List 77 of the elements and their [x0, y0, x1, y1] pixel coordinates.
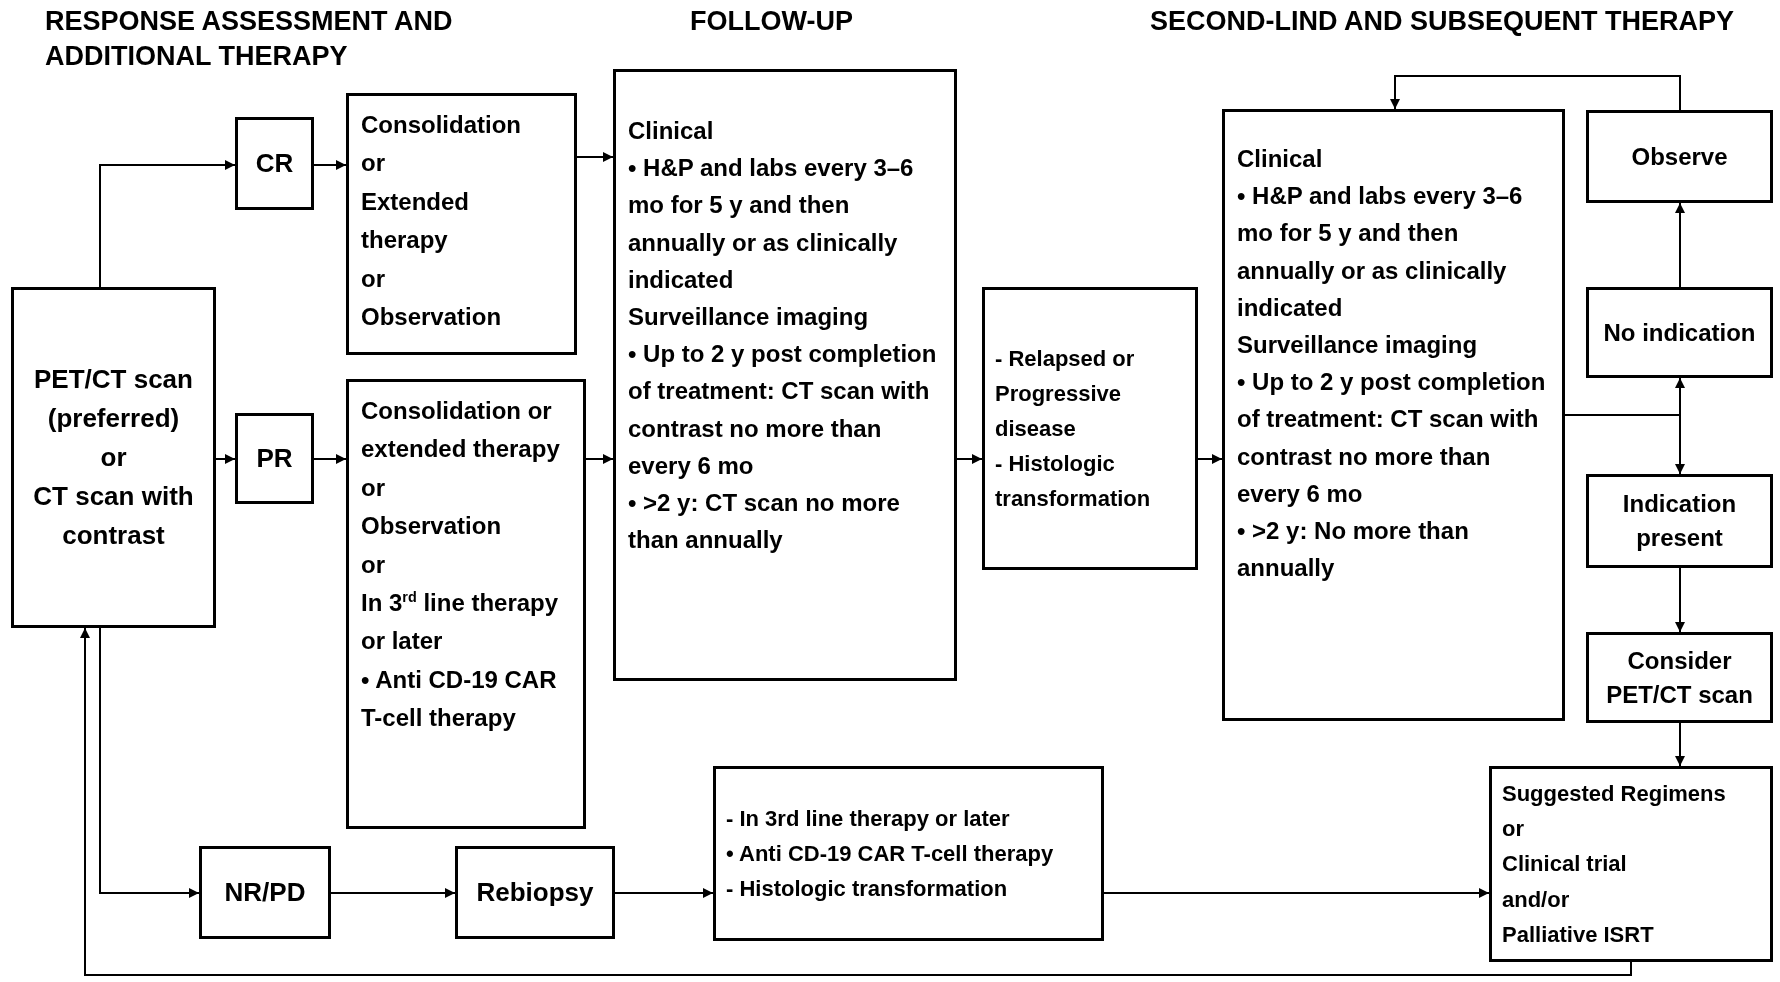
box-text: No indication	[1603, 317, 1756, 348]
box-text: • Anti CD-19 CAR T-cell therapy	[361, 664, 558, 734]
process-box	[346, 93, 577, 355]
box-text: • >2 y: CT scan no more than annually	[628, 487, 901, 556]
process-box	[1489, 766, 1773, 962]
arrow	[215, 454, 236, 464]
box-text: • >2 y: No more than annually	[1237, 515, 1470, 584]
box-text: CR	[255, 146, 294, 180]
process-box	[1586, 110, 1773, 203]
box-text: Palliative ISRT	[1502, 920, 1654, 949]
box-text: In 3$^{rd}$ line therapy or later	[361, 587, 560, 657]
arrow	[1675, 567, 1685, 633]
arrow	[585, 454, 614, 464]
arrow	[1197, 454, 1223, 464]
arrow	[576, 152, 614, 162]
arrow	[313, 160, 347, 170]
box-text: Observe	[1631, 141, 1728, 172]
box-text: Consider PET/CT scan	[1605, 645, 1754, 710]
box-text: NR/PD	[224, 875, 306, 909]
box-text: Clinical	[1237, 144, 1323, 174]
process-box	[982, 287, 1198, 570]
arrow	[330, 888, 456, 898]
box-text: or	[100, 441, 127, 474]
process-box	[455, 846, 615, 939]
arrow	[1675, 202, 1685, 288]
box-text: Indication present	[1621, 489, 1738, 553]
arrow	[99, 160, 236, 288]
box-text: Observation	[361, 511, 502, 542]
box-text: CT scan with contrast	[32, 480, 195, 552]
box-text: • Up to 2 y post completion of treatment: CT scan with contrast no more than every 6 mo	[1237, 367, 1547, 509]
column-heading: FOLLOW-UP	[690, 5, 854, 38]
box-text: • Up to 2 y post completion of treatment: CT scan with contrast no more than every 6 mo	[628, 339, 938, 481]
box-text: Observation	[361, 301, 502, 332]
box-text: - Relapsed or Progressive disease	[995, 344, 1136, 443]
box-text: Rebiopsy	[476, 875, 594, 909]
process-box	[235, 413, 314, 504]
box-text: Consolidation	[361, 110, 521, 140]
column-heading: SECOND-LIND AND SUBSEQUENT THERAPY	[1150, 5, 1736, 38]
arrow	[99, 627, 200, 898]
box-text: Surveillance imaging	[628, 301, 869, 332]
arrow	[80, 627, 1632, 976]
arrow	[1675, 722, 1685, 767]
box-text: • Anti CD-19 CAR T-cell therapy	[726, 839, 1054, 868]
box-text: - Histologic transformation	[726, 875, 1008, 904]
box-text: - Histologic transformation	[995, 450, 1152, 514]
box-text: or	[1502, 815, 1524, 844]
box-text: or	[361, 549, 385, 580]
box-text: PET/CT scan (preferred)	[33, 363, 194, 435]
process-box	[1586, 287, 1773, 378]
box-text: or	[361, 148, 385, 179]
box-text: Surveillance imaging	[1237, 329, 1478, 360]
process-box	[1586, 474, 1773, 568]
box-text: • H&P and labs every 3–6 mo for 5 y and then annually or as clinically indicated	[1237, 181, 1524, 323]
box-text: and/or	[1502, 885, 1570, 914]
arrow	[1390, 75, 1681, 111]
process-box	[713, 766, 1104, 941]
arrow	[313, 454, 347, 464]
column-heading: RESPONSE ASSESSMENT AND ADDITIONAL THERAPY	[45, 5, 454, 74]
process-box	[1222, 109, 1565, 721]
process-box	[346, 379, 586, 829]
process-box	[235, 117, 314, 210]
box-text: • H&P and labs every 3–6 mo for 5 y and then annually or as clinically indicated	[628, 153, 915, 295]
process-box	[11, 287, 216, 628]
box-text: or	[361, 263, 385, 294]
arrow	[1103, 888, 1490, 898]
box-text: Suggested Regimens	[1502, 780, 1726, 809]
box-text: or	[361, 472, 385, 503]
process-box	[1586, 632, 1773, 723]
process-box	[199, 846, 331, 939]
box-text: PR	[256, 441, 293, 475]
arrow	[1564, 414, 1685, 475]
arrow	[956, 454, 983, 464]
arrow	[614, 888, 714, 898]
box-text: Clinical	[628, 116, 714, 146]
process-box	[613, 69, 957, 681]
box-text: Clinical trial	[1502, 850, 1627, 879]
box-text: - In 3rd line therapy or later	[726, 804, 1010, 833]
